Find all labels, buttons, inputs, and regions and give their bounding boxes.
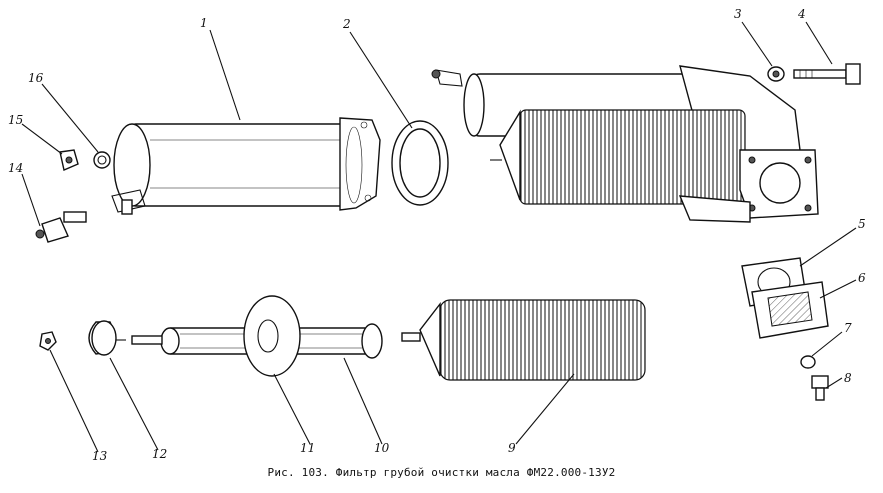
valve-part-14 xyxy=(35,211,87,243)
filter-element-part-9 xyxy=(401,299,646,381)
filter-housing xyxy=(111,117,381,215)
washer-part-7 xyxy=(800,355,816,369)
fitting-part-15 xyxy=(59,149,79,171)
callout-6: 6 xyxy=(858,271,866,285)
callout-15: 15 xyxy=(8,113,23,127)
leader-lines xyxy=(21,21,857,453)
disk-part-11 xyxy=(243,295,301,377)
callout-1: 1 xyxy=(200,16,208,30)
callout-11: 11 xyxy=(300,441,315,455)
callout-9: 9 xyxy=(508,441,516,455)
callout-7: 7 xyxy=(844,321,852,335)
assembled-filter xyxy=(431,65,819,223)
callout-10: 10 xyxy=(374,441,390,455)
bolt-part-4 xyxy=(793,63,861,85)
nut-part-3 xyxy=(767,66,785,82)
callout-12: 12 xyxy=(152,447,167,461)
callout-3: 3 xyxy=(734,7,742,21)
bolt-part-8 xyxy=(811,375,829,401)
cap-part-12 xyxy=(88,320,126,356)
callout-2: 2 xyxy=(342,17,351,31)
nut-part-13 xyxy=(39,331,57,351)
flange-part-6 xyxy=(751,281,829,339)
callout-16: 16 xyxy=(28,71,44,85)
callout-4: 4 xyxy=(797,7,806,21)
callout-13: 13 xyxy=(92,449,108,463)
sealing-ring xyxy=(391,120,449,206)
figure-caption: Рис. 103. Фильтр грубой очистки масла ФМ… xyxy=(267,466,616,479)
callout-labels: 1 2 3 4 5 6 7 8 9 10 11 12 13 14 15 16 xyxy=(8,7,866,463)
washer-part-16 xyxy=(93,151,111,169)
callout-14: 14 xyxy=(8,161,23,175)
callout-5: 5 xyxy=(858,217,866,231)
callout-8: 8 xyxy=(844,371,852,385)
